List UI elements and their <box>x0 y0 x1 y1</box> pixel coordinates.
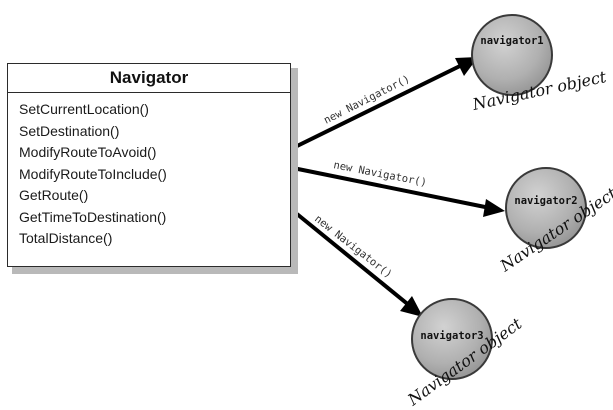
class-title: Navigator <box>8 64 290 93</box>
object-navigator2: navigator2 Navigator object <box>496 167 613 276</box>
object-name-1: navigator1 <box>480 35 543 47</box>
arrow-to-navigator2: new Navigator() <box>292 159 505 217</box>
method-list: SetCurrentLocation() SetDestination() Mo… <box>8 93 290 250</box>
arrow-label-3: new Navigator() <box>312 213 394 281</box>
method-item: ModifyRouteToInclude() <box>19 165 167 182</box>
arrow-to-navigator1: new Navigator() <box>292 57 478 150</box>
object-navigator3: navigator3 Navigator object <box>403 298 526 410</box>
object-name-2: navigator2 <box>514 195 577 207</box>
method-item: SetCurrentLocation() <box>19 101 149 117</box>
method-item: SetDestination() <box>19 122 120 139</box>
method-item: GetTimeToDestination() <box>19 208 167 225</box>
method-item: ModifyRouteToAvoid() <box>19 144 157 160</box>
method-item: GetRoute() <box>19 187 89 203</box>
object-navigator1: navigator1 Navigator object <box>470 14 608 114</box>
method-item: TotalDistance() <box>19 230 113 246</box>
class-box: Navigator SetCurrentLocation() SetDestin… <box>7 63 291 267</box>
arrow-label-1: new Navigator() <box>322 73 412 127</box>
object-name-3: navigator3 <box>420 330 483 342</box>
arrow-to-navigator3: new Navigator() <box>295 212 423 317</box>
